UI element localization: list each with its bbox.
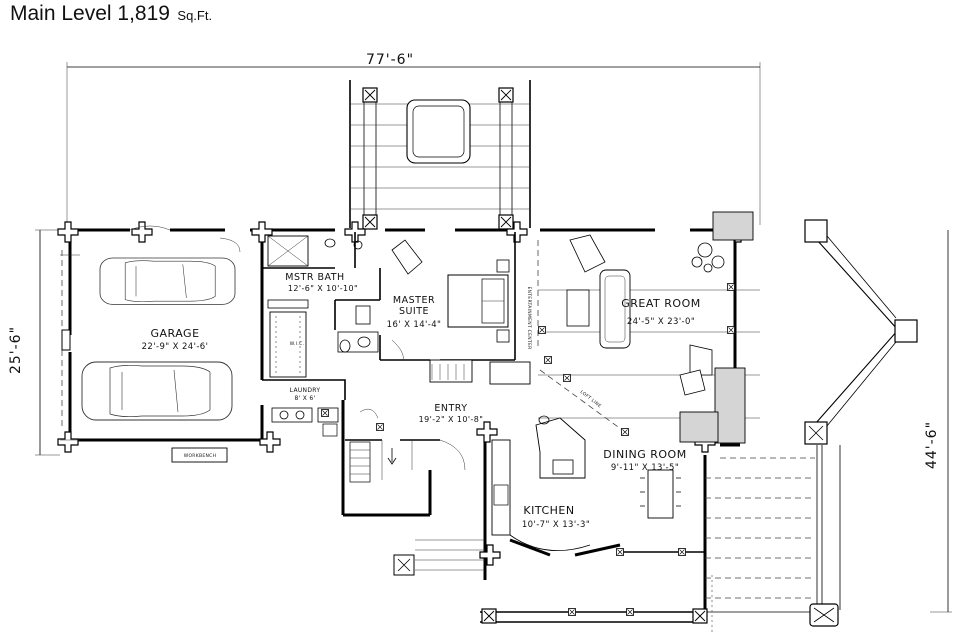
left-depth-label: 25'-6" xyxy=(8,326,24,374)
laundry-size: 8' X 6' xyxy=(295,395,316,402)
garage-name: GARAGE xyxy=(150,327,199,340)
great-room-size: 24'-5" X 23'-0" xyxy=(627,317,695,327)
entry-size: 19'-2" X 10'-8" xyxy=(419,415,484,424)
master-bath-name: MSTR BATH xyxy=(285,272,344,283)
laundry-name: LAUNDRY xyxy=(290,387,321,394)
master-suite-name-1: MASTER xyxy=(393,295,435,306)
overall-width-label: 77'-6" xyxy=(366,52,414,68)
wic-label: W.I.C. xyxy=(290,341,305,347)
great-room-name: GREAT ROOM xyxy=(621,297,700,310)
title-main: Main Level 1,819 xyxy=(10,2,170,25)
dimension-lines xyxy=(35,62,952,613)
kitchen-name: KITCHEN xyxy=(523,504,574,517)
entry-area xyxy=(345,408,485,576)
dining-room-size: 9'-11" X 13'-5" xyxy=(611,463,679,473)
master-suite-size: 16' X 14'-4" xyxy=(387,320,442,330)
master-suite-name-2: SUITE xyxy=(399,306,429,317)
kitchen-size: 10'-7" X 13'-3" xyxy=(522,520,590,530)
garage-area xyxy=(60,237,241,463)
garage-size: 22'-9" X 24'-6' xyxy=(142,342,209,352)
master-bath-size: 12'-6" X 10'-10" xyxy=(288,284,358,293)
master-suite-area xyxy=(379,232,531,385)
plant-icon xyxy=(691,242,725,273)
workbench-label: WORKBENCH xyxy=(184,453,217,459)
exterior-walls xyxy=(68,228,740,620)
master-bath-area xyxy=(262,232,380,400)
great-room-area xyxy=(537,211,760,519)
entertainment-center-label: ENTERTAINMENT CENTER xyxy=(526,286,532,349)
rear-pergola xyxy=(349,80,531,230)
entry-name: ENTRY xyxy=(434,403,467,414)
kitchen-area xyxy=(491,415,591,551)
plan-title: Main Level 1,819 Sq.Ft. xyxy=(10,2,212,26)
right-porch xyxy=(480,219,918,635)
title-unit: Sq.Ft. xyxy=(177,8,213,23)
loft-line-label: LOFT LINE xyxy=(579,389,603,409)
right-depth-label: 44'-6" xyxy=(924,421,940,469)
dining-room-name: DINING ROOM xyxy=(603,448,686,461)
